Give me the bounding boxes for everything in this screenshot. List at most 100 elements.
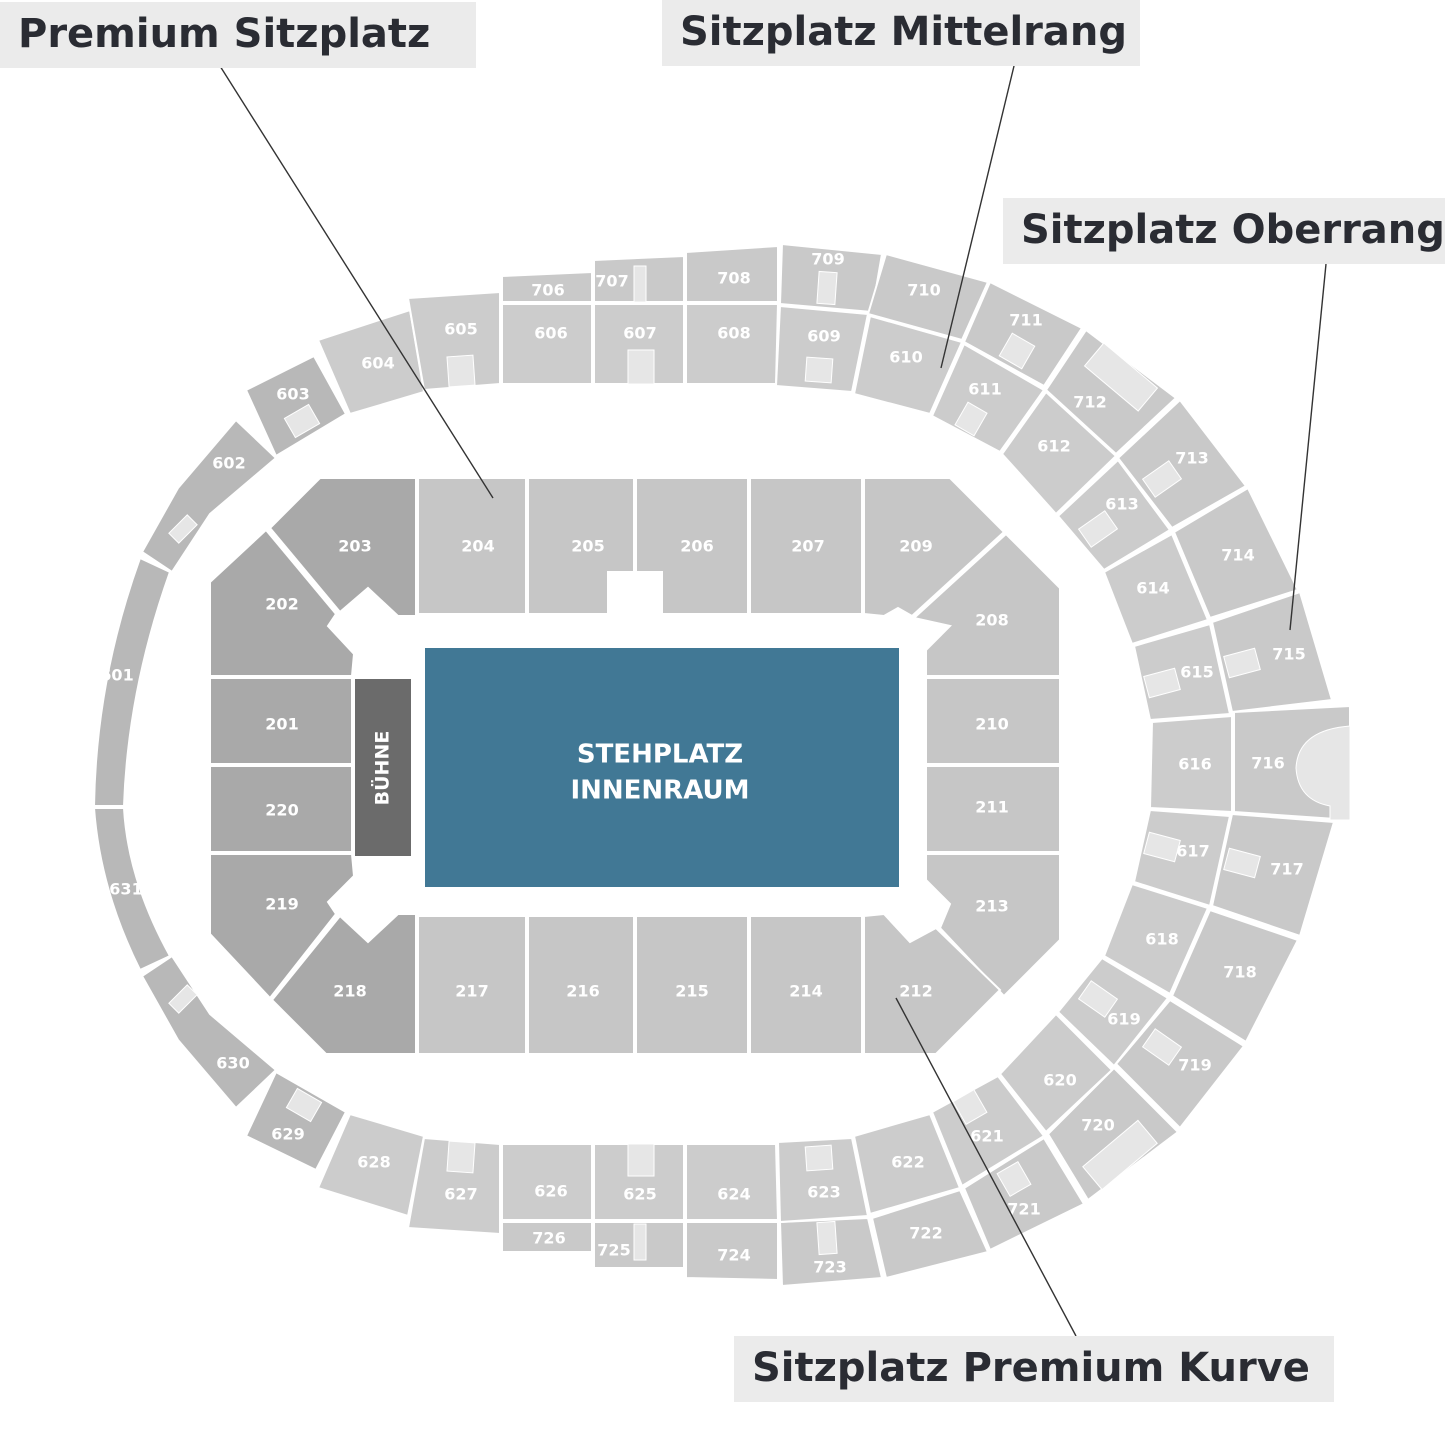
section-623[interactable] xyxy=(776,1136,870,1224)
section-607[interactable] xyxy=(593,303,685,385)
section-220[interactable] xyxy=(209,765,353,853)
section-601[interactable] xyxy=(92,556,172,807)
label-601: 601 xyxy=(100,666,133,685)
section-603[interactable] xyxy=(244,354,348,458)
section-616[interactable] xyxy=(1148,714,1233,814)
section-605[interactable] xyxy=(406,290,501,392)
label-708: 708 xyxy=(717,269,750,288)
section-624[interactable] xyxy=(685,1143,780,1221)
label-720: 720 xyxy=(1081,1116,1114,1135)
section-617[interactable] xyxy=(1132,808,1232,908)
section-722[interactable] xyxy=(870,1188,990,1280)
label-216: 216 xyxy=(566,982,599,1001)
label-712: 712 xyxy=(1073,393,1106,412)
section-202[interactable] xyxy=(209,528,356,677)
box-615 xyxy=(1143,667,1181,699)
section-615[interactable] xyxy=(1132,622,1232,722)
label-706: 706 xyxy=(531,281,564,300)
box-611 xyxy=(954,401,988,437)
section-208[interactable] xyxy=(911,532,1061,677)
section-211[interactable] xyxy=(925,765,1061,853)
section-612[interactable] xyxy=(1000,390,1118,516)
section-216[interactable] xyxy=(527,915,635,1055)
section-622[interactable] xyxy=(852,1112,962,1216)
section-714[interactable] xyxy=(1172,486,1300,620)
section-608[interactable] xyxy=(685,303,780,385)
label-617: 617 xyxy=(1176,842,1209,861)
section-203[interactable] xyxy=(268,477,417,617)
section-206[interactable] xyxy=(635,477,749,615)
box-617 xyxy=(1143,831,1181,863)
section-629[interactable] xyxy=(244,1070,348,1172)
section-626[interactable] xyxy=(501,1143,593,1221)
section-712[interactable] xyxy=(1044,328,1178,456)
label-626: 626 xyxy=(534,1182,567,1201)
label-721: 721 xyxy=(1007,1200,1040,1219)
section-613[interactable] xyxy=(1056,458,1172,572)
section-214[interactable] xyxy=(749,915,863,1055)
section-614[interactable] xyxy=(1102,532,1210,646)
section-618[interactable] xyxy=(1102,882,1210,996)
section-708[interactable] xyxy=(685,244,779,303)
section-719[interactable] xyxy=(1114,998,1246,1130)
section-715[interactable] xyxy=(1210,590,1334,714)
box-605 xyxy=(446,354,476,388)
label-714: 714 xyxy=(1221,546,1254,565)
section-718[interactable] xyxy=(1170,908,1300,1044)
section-217[interactable] xyxy=(417,915,527,1055)
section-717[interactable] xyxy=(1210,812,1336,938)
section-721[interactable] xyxy=(962,1136,1086,1252)
section-604[interactable] xyxy=(316,308,426,416)
section-630[interactable] xyxy=(140,954,278,1110)
section-609[interactable] xyxy=(774,304,870,394)
leader-oberrang xyxy=(1289,263,1327,631)
label-201: 201 xyxy=(265,715,298,734)
section-204[interactable] xyxy=(417,477,527,615)
stage xyxy=(355,679,411,856)
section-627[interactable] xyxy=(406,1136,501,1236)
section-212[interactable] xyxy=(863,912,1002,1055)
section-620[interactable] xyxy=(998,1012,1114,1134)
label-202: 202 xyxy=(265,595,298,614)
floor-label-line2: INNENRAUM xyxy=(570,776,749,806)
section-726[interactable] xyxy=(501,1221,593,1253)
section-711[interactable] xyxy=(962,280,1084,388)
section-210[interactable] xyxy=(925,677,1061,765)
label-627: 627 xyxy=(444,1185,477,1204)
section-201[interactable] xyxy=(209,677,353,765)
box-630 xyxy=(168,984,198,1014)
box-720 xyxy=(1082,1119,1158,1191)
box-715 xyxy=(1223,647,1261,679)
section-219[interactable] xyxy=(209,853,356,1000)
section-720[interactable] xyxy=(1046,1066,1180,1202)
section-706[interactable] xyxy=(501,270,593,303)
box-613 xyxy=(1077,510,1119,548)
callout-sitzplatz-mittelrang: Sitzplatz Mittelrang xyxy=(662,0,1140,66)
section-610[interactable] xyxy=(852,314,964,416)
box-723 xyxy=(816,1220,838,1256)
section-631[interactable] xyxy=(92,807,172,972)
section-628[interactable] xyxy=(316,1112,426,1218)
section-713[interactable] xyxy=(1116,398,1248,530)
section-606[interactable] xyxy=(501,303,593,385)
label-623: 623 xyxy=(807,1183,840,1202)
section-205[interactable] xyxy=(527,477,635,615)
label-606: 606 xyxy=(534,324,567,343)
section-218[interactable] xyxy=(270,913,417,1055)
section-710[interactable] xyxy=(866,252,990,342)
label-711: 711 xyxy=(1009,311,1042,330)
section-215[interactable] xyxy=(635,915,749,1055)
label-210: 210 xyxy=(975,715,1008,734)
label-212: 212 xyxy=(899,982,932,1001)
box-609 xyxy=(804,356,834,384)
section-724[interactable] xyxy=(685,1221,779,1282)
section-207[interactable] xyxy=(749,477,863,615)
floor-standing-area[interactable] xyxy=(425,648,899,887)
label-618: 618 xyxy=(1145,930,1178,949)
label-707: 707 xyxy=(595,272,628,291)
section-209[interactable] xyxy=(863,477,1006,618)
label-726: 726 xyxy=(532,1229,565,1248)
label-611: 611 xyxy=(968,380,1001,399)
floor-label-line1: STEHPLATZ xyxy=(577,740,743,770)
section-619[interactable] xyxy=(1056,956,1170,1068)
